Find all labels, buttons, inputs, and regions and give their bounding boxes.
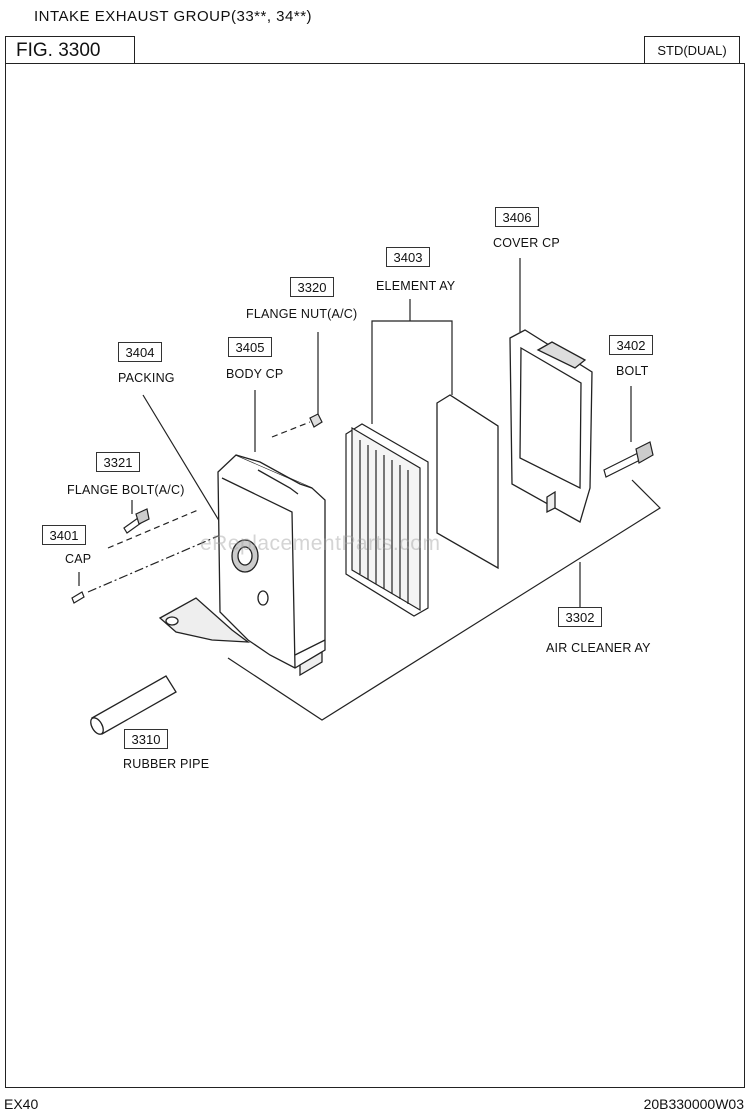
part-number-3402: 3402: [609, 335, 653, 355]
body-cp-part: [158, 454, 326, 677]
rubber-pipe-part: [90, 675, 177, 735]
part-number-3321: 3321: [96, 452, 140, 472]
part-name-bolt: BOLT: [616, 364, 649, 378]
part-number-3401: 3401: [42, 525, 86, 545]
part-number-3403: 3403: [386, 247, 430, 267]
part-number-3405: 3405: [228, 337, 272, 357]
diagram-frame: [5, 63, 745, 1088]
cap-part: [71, 591, 85, 604]
part-name-cover-cp: COVER CP: [493, 236, 560, 250]
part-name-cap: CAP: [65, 552, 92, 566]
page-title: INTAKE EXHAUST GROUP(33**, 34**): [34, 8, 313, 25]
part-number-3404: 3404: [118, 342, 162, 362]
watermark: eReplacementParts.com: [200, 532, 441, 555]
part-name-rubber-pipe: RUBBER PIPE: [123, 757, 210, 771]
part-number-3310: 3310: [124, 729, 168, 749]
bolt-part: [603, 441, 654, 478]
element-filter-part: [345, 423, 429, 617]
part-number-3302: 3302: [558, 607, 602, 627]
flange-nut-part: [309, 413, 323, 428]
element-plate-part: [436, 394, 499, 570]
part-name-body-cp: BODY CP: [226, 367, 284, 381]
leader-3403: [371, 299, 453, 424]
footer-code: 20B330000W03: [643, 1096, 744, 1112]
flange-bolt-part: [123, 508, 150, 534]
cover-cp-part: [509, 329, 593, 523]
alignment-line: [107, 509, 199, 549]
part-number-3406: 3406: [495, 207, 539, 227]
part-name-flange-bolt: FLANGE BOLT(A/C): [67, 483, 185, 497]
part-name-air-cleaner-ay: AIR CLEANER AY: [546, 641, 651, 655]
part-name-flange-nut: FLANGE NUT(A/C): [246, 307, 358, 321]
footer-model: EX40: [4, 1096, 39, 1112]
assembly-bracket-line: [227, 479, 661, 721]
part-name-packing: PACKING: [118, 371, 175, 385]
alignment-line: [271, 421, 311, 438]
part-name-element-ay: ELEMENT AY: [376, 279, 456, 293]
part-number-3320: 3320: [290, 277, 334, 297]
